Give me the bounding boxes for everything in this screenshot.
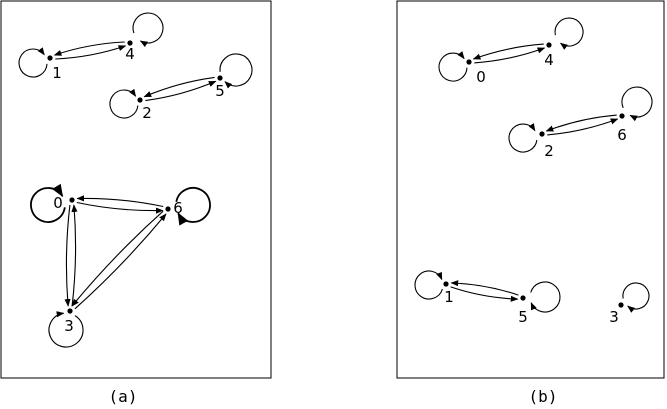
edge-a-0-to-3 [64,204,71,307]
node-label-a-0: 0 [53,194,63,212]
self-loop-b-3 [622,282,650,313]
self-loop-a-3 [48,311,84,348]
self-loop-b-4 [554,17,584,50]
edge-b-2-to-6 [547,118,619,136]
self-loop-b-1 [414,270,443,300]
edge-b-0-to-4 [474,47,546,64]
self-loop-b-5 [530,281,561,313]
panel-a-graph: 0 1 2 3 4 5 6 [18,12,253,348]
edge-b-5-to-1 [450,280,519,296]
self-loop-a-2 [109,88,139,119]
node-b-3 [618,302,624,308]
self-loop-a-4 [132,12,164,48]
panel-a-caption: (a) [109,387,138,406]
self-loop-a-5 [219,53,253,89]
panel-b-caption: (b) [529,387,558,406]
panel-a-frame [0,0,272,379]
node-b-4 [546,42,552,48]
node-label-a-4: 4 [125,45,135,63]
edge-a-3-to-0 [71,204,78,307]
node-b-5 [520,295,526,301]
edge-a-2-to-5 [145,80,217,102]
node-label-b-5: 5 [518,308,528,326]
edge-a-0-to-6 [76,201,164,214]
edge-b-6-to-2 [545,114,617,132]
node-a-2 [137,97,143,103]
edge-b-4-to-0 [472,43,544,60]
self-loop-b-6 [621,86,653,122]
node-label-b-4: 4 [544,51,554,69]
node-label-a-5: 5 [215,82,225,100]
node-label-b-2: 2 [544,142,554,160]
node-label-a-1: 1 [52,64,62,82]
edge-b-1-to-5 [450,286,519,302]
edge-a-6-to-0 [76,195,164,208]
panel-b-graph: 0 1 2 3 4 5 6 [414,17,653,326]
node-a-5 [217,75,223,81]
node-b-6 [619,113,625,119]
node-a-3 [67,308,73,314]
self-loop-a-1 [18,47,48,78]
self-loop-a-6 [175,187,211,226]
node-label-b-1: 1 [444,288,454,306]
edge-a-5-to-2 [143,76,215,98]
node-label-b-3: 3 [609,308,619,326]
edge-a-3-to-6 [74,213,167,310]
node-b-1 [443,281,449,287]
node-label-b-6: 6 [617,126,627,144]
node-label-a-6: 6 [173,199,183,217]
node-label-a-3: 3 [64,317,74,335]
edge-a-1-to-4 [55,45,127,60]
self-loop-b-0 [438,51,468,82]
node-label-b-0: 0 [476,68,486,86]
node-a-6 [165,206,171,212]
node-b-2 [539,131,545,137]
node-b-0 [466,59,472,65]
panel-b-frame [396,0,665,379]
edge-a-6-to-3 [71,210,164,307]
node-a-0 [69,197,75,203]
node-a-4 [127,40,133,46]
self-loop-b-2 [508,123,538,153]
edge-a-4-to-1 [53,41,125,56]
node-a-1 [47,55,53,61]
node-label-a-2: 2 [142,104,152,122]
self-loop-a-0 [30,183,66,223]
